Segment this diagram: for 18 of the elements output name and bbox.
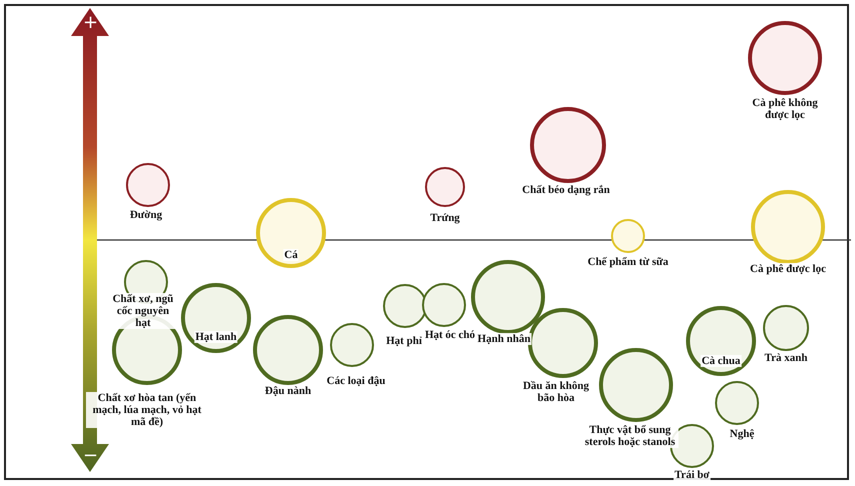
food-label: Trứng bbox=[429, 212, 461, 224]
food-label: Hạnh nhân bbox=[476, 333, 532, 345]
food-label: Trái bơ bbox=[674, 469, 710, 481]
food-label: Trà xanh bbox=[764, 352, 808, 364]
food-label: Hạt phỉ bbox=[385, 335, 423, 347]
food-label: Các loại đậu bbox=[326, 375, 386, 387]
food-label: Cà phê được lọc bbox=[749, 263, 827, 275]
food-label: Nghệ bbox=[728, 428, 756, 440]
food-label: Cá bbox=[283, 249, 299, 261]
food-label: Cà chua bbox=[700, 355, 742, 367]
minus-sign: − bbox=[83, 447, 98, 465]
food-label: Chế phẩm từ sữa bbox=[586, 256, 670, 268]
plus-sign: + bbox=[83, 14, 98, 32]
food-label: Hạt lanh bbox=[194, 331, 238, 343]
food-label: Chất béo dạng rắn bbox=[521, 184, 611, 196]
food-label: Đậu nành bbox=[264, 385, 312, 397]
food-label: Đường bbox=[128, 209, 164, 221]
food-label: Hạt óc chó bbox=[424, 329, 476, 341]
